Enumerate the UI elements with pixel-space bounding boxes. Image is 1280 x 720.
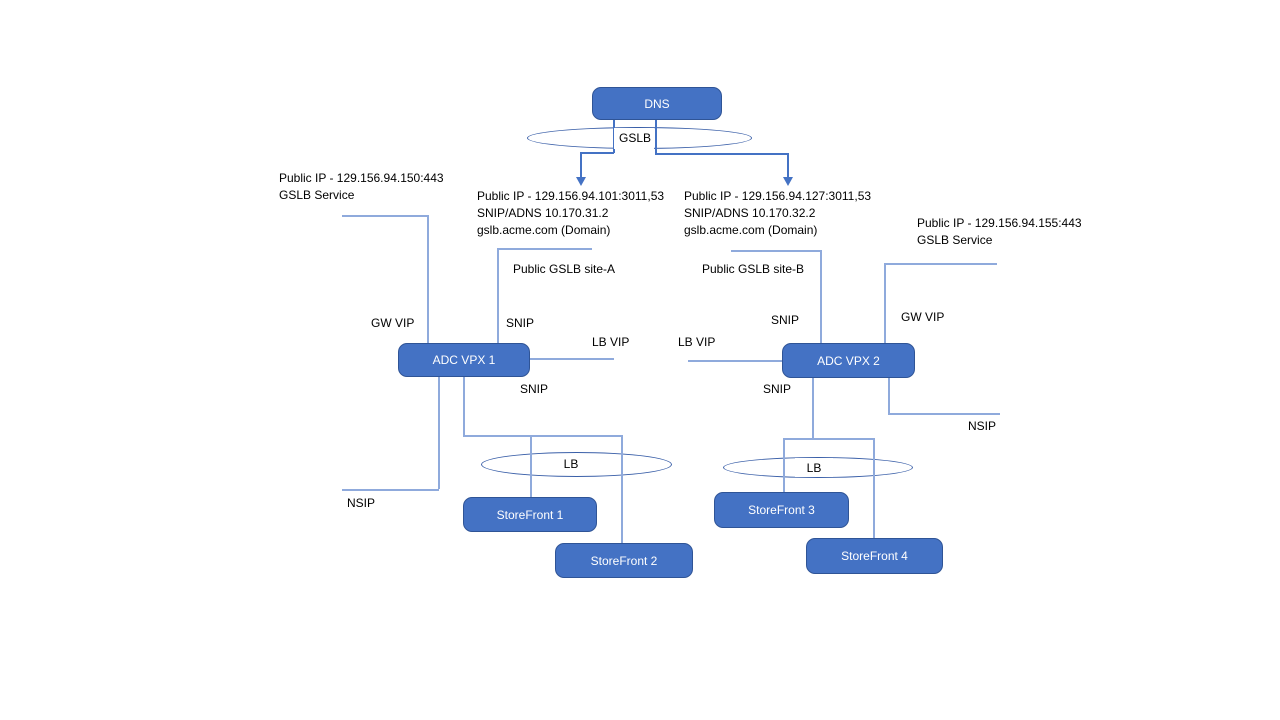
annotation-gw-vip-right: GW VIP bbox=[901, 310, 945, 324]
node-storefront-4-label: StoreFront 4 bbox=[841, 549, 908, 563]
lb-label-right: LB bbox=[795, 458, 833, 477]
node-adc-vpx-1-label: ADC VPX 1 bbox=[432, 353, 496, 367]
annotation-lb-vip-left: LB VIP bbox=[592, 335, 630, 349]
arrowhead-site-a bbox=[576, 177, 586, 186]
connector-adc2-down bbox=[812, 378, 814, 439]
annotation-left-public-ip: Public IP - 129.156.94.150:443 GSLB Serv… bbox=[279, 171, 444, 202]
connector-nsip-right-h bbox=[888, 413, 1000, 415]
node-storefront-4: StoreFront 4 bbox=[806, 538, 943, 574]
connector-lbvip-left bbox=[530, 358, 614, 360]
connector-site-a-h bbox=[497, 248, 592, 250]
annotation-nsip-right: NSIP bbox=[968, 419, 997, 433]
annotation-snip-left-bottom: SNIP bbox=[520, 382, 549, 396]
annotation-site-b-public-ip: Public IP - 129.156.94.127:3011,53 SNIP/… bbox=[684, 189, 872, 237]
annotation-snip-left-top: SNIP bbox=[506, 316, 535, 330]
annotation-snip-right-bottom: SNIP bbox=[763, 382, 792, 396]
annotation-right-public-ip: Public IP - 129.156.94.155:443 GSLB Serv… bbox=[917, 216, 1082, 247]
connector-nsip-left-v bbox=[438, 377, 440, 489]
connector-sf2-v bbox=[621, 435, 623, 543]
connector-arrow-left-v bbox=[580, 152, 582, 178]
node-dns: DNS bbox=[592, 87, 722, 120]
node-adc-vpx-2: ADC VPX 2 bbox=[782, 343, 915, 378]
annotation-site-a-public-ip: Public IP - 129.156.94.101:3011,53 SNIP/… bbox=[477, 189, 665, 237]
connector-gslbsvc-left-h bbox=[342, 215, 428, 217]
connector-sf4-v bbox=[873, 438, 875, 538]
node-storefront-1: StoreFront 1 bbox=[463, 497, 597, 532]
connector-gwvip-right-v bbox=[884, 263, 886, 343]
node-storefront-2: StoreFront 2 bbox=[555, 543, 693, 578]
connector-gslbsvc-left-v bbox=[427, 215, 429, 343]
connector-site-b-v bbox=[820, 250, 822, 343]
connector-adc2-lb-h bbox=[783, 438, 874, 440]
lb-ellipse-left bbox=[481, 452, 672, 477]
connector-site-a-v bbox=[497, 248, 499, 343]
connector-site-b-h bbox=[731, 250, 821, 252]
annotation-snip-right-top: SNIP bbox=[771, 313, 800, 327]
annotation-public-gslb-site-a: Public GSLB site-A bbox=[513, 262, 616, 276]
node-adc-vpx-1: ADC VPX 1 bbox=[398, 343, 530, 377]
connector-gwvip-right-h bbox=[884, 263, 997, 265]
connector-lbvip-right bbox=[688, 360, 782, 362]
node-dns-label: DNS bbox=[644, 96, 670, 111]
connector-sf1-v bbox=[530, 435, 532, 497]
connector-dns-right bbox=[655, 120, 657, 154]
connector-adc1-down bbox=[463, 377, 465, 435]
annotation-gw-vip-left: GW VIP bbox=[371, 316, 415, 330]
connector-nsip-left-h bbox=[342, 489, 439, 491]
connector-arrow-right-h bbox=[655, 153, 788, 155]
connector-dns-left bbox=[613, 120, 615, 153]
connector-arrow-right-v bbox=[787, 153, 789, 178]
node-adc-vpx-2-label: ADC VPX 2 bbox=[817, 353, 880, 368]
annotation-nsip-left: NSIP bbox=[347, 496, 376, 510]
lb-ellipse-right bbox=[723, 457, 913, 478]
connector-sf3-v bbox=[783, 438, 785, 493]
node-storefront-1-label: StoreFront 1 bbox=[496, 507, 564, 522]
node-storefront-3: StoreFront 3 bbox=[714, 492, 849, 528]
arrowhead-site-b bbox=[783, 177, 793, 186]
connector-nsip-right-v bbox=[888, 378, 890, 413]
connector-arrow-left-h bbox=[580, 152, 614, 154]
annotation-lb-vip-right: LB VIP bbox=[678, 335, 716, 349]
connector-adc1-lb-h bbox=[463, 435, 622, 437]
gslb-label: GSLB bbox=[614, 128, 654, 149]
annotation-public-gslb-site-b: Public GSLB site-B bbox=[702, 262, 805, 276]
lb-label-left: LB bbox=[552, 454, 590, 473]
node-storefront-2-label: StoreFront 2 bbox=[590, 553, 658, 568]
node-storefront-3-label: StoreFront 3 bbox=[748, 503, 815, 517]
